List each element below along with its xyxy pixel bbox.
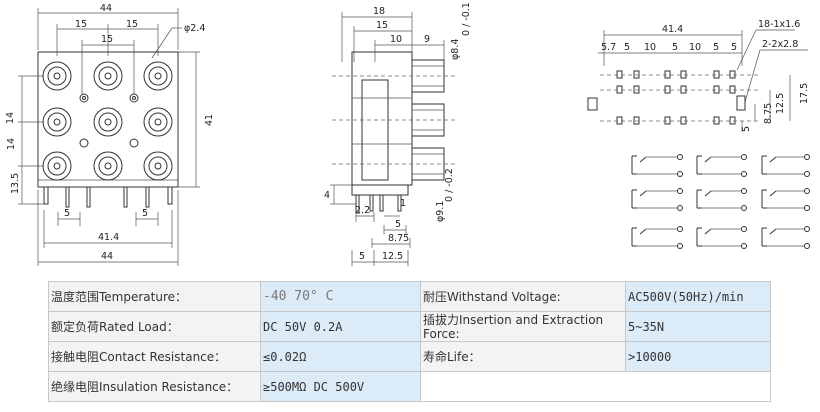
front-view: 44 15 15 15 φ2.4	[5, 3, 215, 266]
dim-side-12-5: 12.5	[382, 251, 403, 262]
spec-row: 温度范围Temperature： -40 70° C 耐压Withstand V…	[48, 281, 771, 312]
pcb-pads	[587, 70, 746, 125]
insertion-force-label: 插拔力Insertion and Extraction Force:	[420, 311, 626, 342]
pcb-layout: 41.4 18-1x1.6 2-2x2.8 5.7 5 10 5 10 5 5	[587, 19, 810, 132]
schematic-symbol	[761, 226, 810, 249]
insulation-resistance-label: 绝缘电阻Insulation Resistance：	[48, 371, 261, 402]
schematic-symbol	[696, 188, 747, 211]
empty-cell	[420, 371, 771, 402]
jack-schematic	[631, 154, 810, 249]
dim-side-1: 1	[400, 198, 406, 209]
dim-front-13-5: 13.5	[10, 173, 21, 194]
insulation-resistance-value: ≥500MΩ DC 500V	[260, 371, 421, 402]
jack-grid	[42, 61, 173, 181]
side-view: 18 15 10 9 φ8.4 0 / -0.1	[324, 2, 472, 266]
front-pins	[43, 186, 173, 208]
dim-pcb-gap-6: 5	[713, 42, 719, 53]
dim-pcb-41-4: 41.4	[662, 24, 683, 35]
dim-pcb-12-5: 12.5	[775, 93, 786, 114]
dim-front-phi2-4: φ2.4	[184, 23, 205, 34]
dim-pcb-gap-7: 5	[731, 42, 737, 53]
technical-drawing: 44 15 15 15 φ2.4	[5, 2, 810, 266]
dim-pcb-5: 5	[741, 126, 752, 132]
spec-row: 绝缘电阻Insulation Resistance： ≥500MΩ DC 500…	[48, 371, 771, 402]
dim-pcb-gap-5: 10	[689, 42, 701, 53]
dim-front-15-right: 15	[126, 19, 138, 30]
spec-row: 接触电阻Contact Resistance： ≤0.02Ω 寿命Life： >…	[48, 341, 771, 372]
dim-pcb-gap-3: 10	[644, 42, 656, 53]
dim-front-15-inner: 15	[101, 34, 113, 45]
schematic-symbol	[761, 188, 810, 211]
withstand-voltage-label: 耐压Withstand Voltage:	[420, 281, 626, 312]
dim-front-41-4: 41.4	[98, 232, 119, 243]
dim-side-18: 18	[373, 6, 385, 17]
contact-resistance-label: 接触电阻Contact Resistance：	[48, 341, 261, 372]
dim-pcb-gap-1: 5.7	[601, 42, 616, 53]
dim-side-phi9-1-tol: 0 / -0.2	[444, 168, 455, 202]
dim-side-5-small: 5	[395, 219, 401, 230]
schematic-symbol	[696, 154, 747, 177]
schematic-symbol	[631, 226, 683, 249]
temperature-label: 温度范围Temperature：	[48, 281, 261, 312]
dim-side-phi8-4-tol: 0 / -0.1	[461, 2, 472, 36]
dim-pcb-hole-spec-b: 2-2x2.8	[762, 39, 798, 50]
dim-front-5-right: 5	[142, 208, 148, 219]
schematic-symbol	[631, 154, 683, 177]
schematic-symbol	[761, 154, 810, 177]
life-value: >10000	[625, 341, 771, 372]
dim-pcb-gap-4: 5	[672, 42, 678, 53]
dim-front-44-top: 44	[100, 3, 112, 14]
dim-side-9: 9	[424, 34, 430, 45]
insertion-force-value: 5~35N	[625, 311, 771, 342]
dim-side-4: 4	[324, 190, 330, 201]
dim-side-2-2: 2.2	[355, 205, 370, 216]
temperature-value: -40 70° C	[260, 281, 421, 312]
rated-load-value: DC 50V 0.2A	[260, 311, 421, 342]
dim-side-5-base: 5	[359, 251, 365, 262]
dim-front-41: 41	[204, 114, 215, 126]
contact-resistance-value: ≤0.02Ω	[260, 341, 421, 372]
schematic-symbol	[631, 188, 683, 211]
dim-front-5-left: 5	[64, 208, 70, 219]
spec-row: 额定负荷Rated Load： DC 50V 0.2A 插拔力Insertion…	[48, 311, 771, 342]
dim-side-phi8-4: φ8.4	[450, 39, 461, 60]
dim-side-10: 10	[390, 34, 402, 45]
dim-pcb-17-5: 17.5	[799, 83, 810, 104]
dim-side-phi9-1: φ9.1	[435, 201, 446, 222]
dim-side-8-75: 8.75	[388, 233, 409, 244]
withstand-voltage-value: AC500V(50Hz)/min	[625, 281, 771, 312]
dim-pcb-gap-2: 5	[624, 42, 630, 53]
rated-load-label: 额定负荷Rated Load：	[48, 311, 261, 342]
life-label: 寿命Life：	[420, 341, 626, 372]
dim-front-14-b: 14	[6, 138, 17, 150]
dim-pcb-hole-spec-a: 18-1x1.6	[758, 19, 800, 30]
dim-front-15-left: 15	[75, 19, 87, 30]
spec-table: 温度范围Temperature： -40 70° C 耐压Withstand V…	[48, 281, 771, 402]
dim-front-14-a: 14	[5, 112, 16, 124]
schematic-symbol	[696, 226, 747, 249]
dim-front-44-bottom: 44	[101, 251, 113, 262]
dim-side-15: 15	[376, 20, 388, 31]
dim-pcb-8-75: 8.75	[763, 103, 774, 124]
